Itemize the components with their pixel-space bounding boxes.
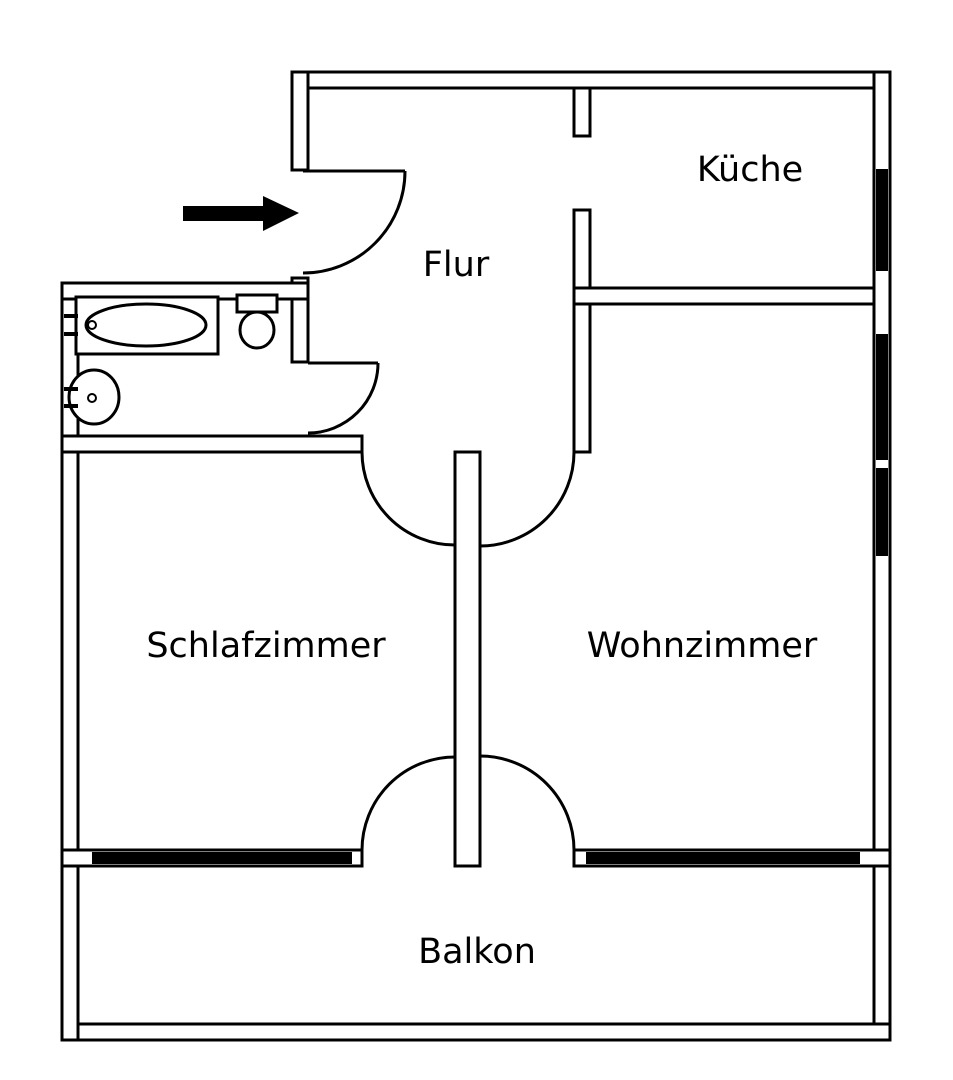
room-label-wohnzimmer: Wohnzimmer (587, 626, 818, 666)
bathtub-drain (87, 320, 97, 330)
room-label-balkon: Balkon (418, 932, 536, 972)
wall-room-divider (453, 450, 482, 868)
toilet-icon (235, 293, 279, 350)
room-label-schlafzimmer: Schlafzimmer (146, 626, 386, 666)
wohnzimmer-window-upper-icon (876, 334, 888, 460)
wall-rooms-top-left (60, 434, 364, 454)
toilet-tank (235, 293, 279, 314)
bathroom-fixtures-group (64, 293, 279, 426)
sink-drain (87, 393, 97, 403)
wohnzimmer-door-arc (479, 451, 576, 548)
wall-kitchen-left-upper (572, 86, 592, 138)
windows-group (92, 169, 888, 864)
schlafzimmer-door-arc (360, 451, 456, 547)
room-label-kueche: Küche (697, 150, 803, 190)
sink-basin (67, 368, 121, 426)
toilet-bowl (238, 310, 276, 350)
entrance-door-arc (302, 170, 407, 275)
wall-flur-right (572, 302, 592, 454)
wall-top-outer (290, 70, 892, 90)
bathroom-door-arc (307, 362, 380, 435)
bathtub-icon (64, 295, 220, 356)
balcony-window-wohnzimmer-icon (586, 852, 860, 864)
bathtub-basin (84, 302, 208, 348)
room-label-flur: Flur (423, 245, 490, 285)
wall-kitchen-left-lower (572, 208, 592, 290)
wall-kitchen-bottom (572, 286, 876, 306)
doors-group (302, 169, 576, 851)
entrance-arrow-shaft (183, 206, 263, 221)
kueche-window-icon (876, 169, 888, 271)
balcony-door-schlafzimmer-arc (360, 755, 456, 851)
entrance-arrow-head (263, 196, 299, 231)
balcony-door-wohnzimmer-arc (479, 754, 576, 851)
wall-balcony-bottom (60, 1022, 892, 1042)
balcony-window-schlafzimmer-icon (92, 852, 352, 864)
entrance-arrow-icon (183, 196, 299, 231)
wohnzimmer-window-lower-icon (876, 468, 888, 556)
room-labels-group: Küche Flur Schlafzimmer Wohnzimmer Balko… (146, 150, 818, 972)
sink-icon (64, 368, 121, 426)
wall-entrance-upper (290, 70, 310, 172)
